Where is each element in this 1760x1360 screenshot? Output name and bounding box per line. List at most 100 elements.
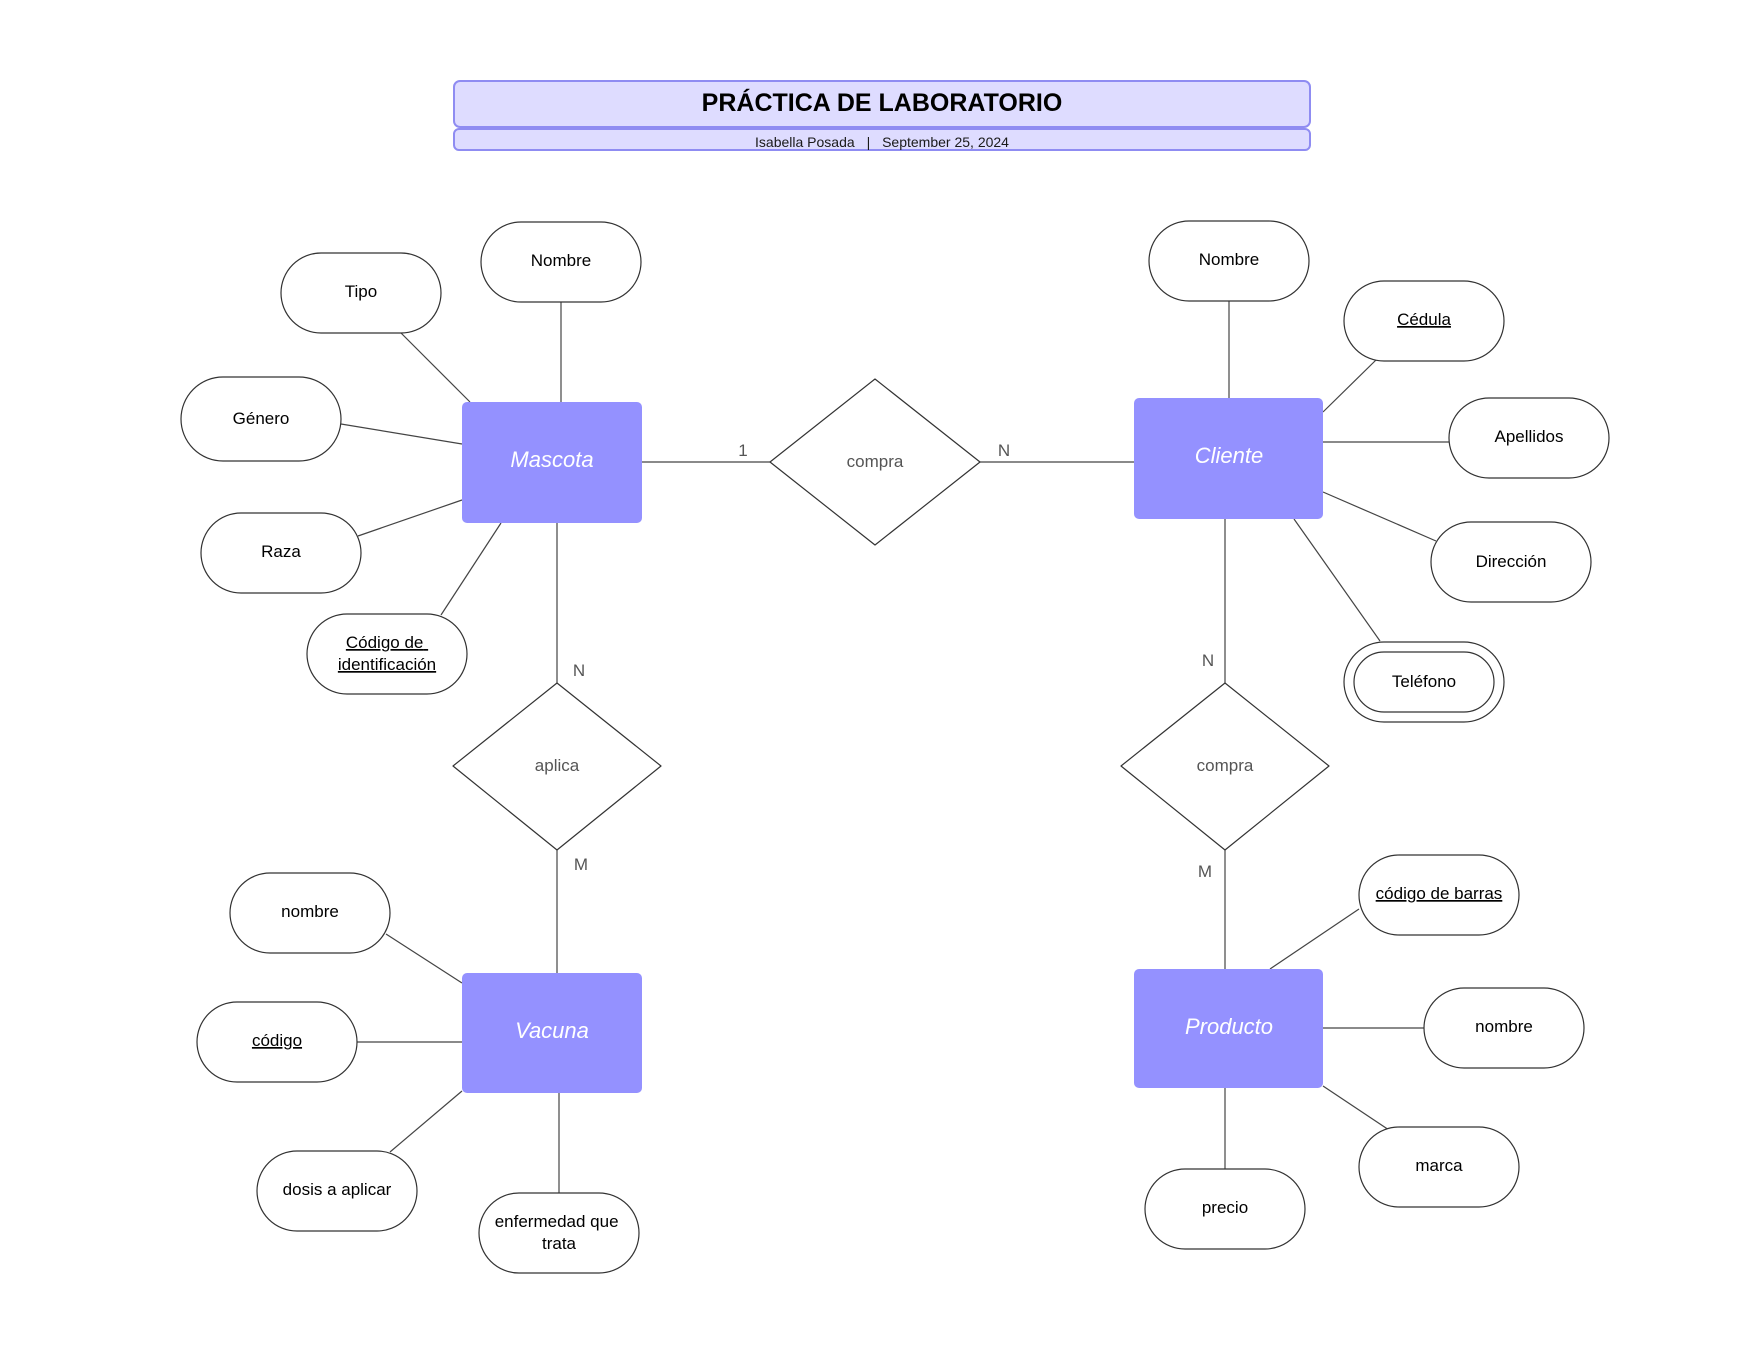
line-vacuna-dosis — [389, 1090, 463, 1153]
entity-producto: Producto — [1134, 969, 1323, 1088]
attribute-oval — [1343, 280, 1505, 362]
line-cliente-cedula — [1322, 359, 1377, 413]
attribute-cliente-direccion: Dirección — [1430, 521, 1592, 603]
attribute-oval — [1358, 854, 1520, 936]
attribute-cliente-cedula: Cédula — [1343, 280, 1505, 362]
attribute-oval — [280, 252, 442, 334]
attribute-oval — [1448, 397, 1610, 479]
attribute-producto-nombre: nombre — [1423, 987, 1585, 1069]
relationship-aplica: aplica — [452, 682, 662, 851]
entity-box — [1134, 398, 1323, 519]
line-cliente-telefono — [1293, 518, 1381, 642]
attribute-oval — [256, 1150, 418, 1232]
attribute-vacuna-nombre: nombre — [229, 872, 391, 954]
attribute-oval — [1358, 1126, 1520, 1208]
relationship-diamond — [769, 378, 981, 546]
attribute-label: Raza — [261, 542, 301, 561]
line-mascota-codigo — [440, 522, 502, 616]
attribute-mascota-raza: Raza — [200, 512, 362, 594]
cardinality-label: N — [998, 441, 1010, 460]
line-mascota-genero — [340, 423, 463, 445]
attribute-label-line: identificación — [338, 655, 436, 674]
attribute-label: Nombre — [1199, 250, 1259, 269]
cardinality-label: M — [574, 855, 588, 874]
attribute-cliente-apellidos: Apellidos — [1448, 397, 1610, 479]
author: Isabella Posada — [755, 134, 855, 150]
connectors — [340, 300, 1449, 1193]
attribute-oval-inner — [1353, 651, 1495, 713]
header: PRÁCTICA DE LABORATORIO Isabella Posada … — [453, 80, 1311, 151]
relationship-label: compra — [1197, 756, 1254, 775]
attribute-label-line: trata — [542, 1234, 577, 1253]
attribute-cliente-telefono-multivalued: Teléfono — [1343, 641, 1505, 723]
attribute-vacuna-enfermedad: enfermedad que trata — [478, 1192, 640, 1274]
entity-label: Producto — [1185, 1014, 1273, 1039]
date: September 25, 2024 — [882, 134, 1009, 150]
attribute-label: marca — [1415, 1156, 1463, 1175]
attribute-oval — [196, 1001, 358, 1083]
entity-box — [462, 402, 642, 523]
attribute-label-line: enfermedad que — [495, 1212, 619, 1231]
attribute-oval — [229, 872, 391, 954]
attribute-vacuna-dosis: dosis a aplicar — [256, 1150, 418, 1232]
relationship-label: compra — [847, 452, 904, 471]
attribute-mascota-tipo: Tipo — [280, 252, 442, 334]
entity-vacuna: Vacuna — [462, 973, 642, 1093]
entity-label: Cliente — [1195, 443, 1263, 468]
page-title: PRÁCTICA DE LABORATORIO — [702, 88, 1063, 117]
attribute-cliente-nombre: Nombre — [1148, 220, 1310, 302]
attribute-label-key: código — [252, 1031, 302, 1050]
attribute-label: Género — [233, 409, 290, 428]
line-vacuna-nombre — [385, 933, 463, 984]
attribute-label: precio — [1202, 1198, 1248, 1217]
attribute-label-key: Código de identificación — [338, 633, 436, 674]
attribute-producto-codigo-barras: código de barras — [1358, 854, 1520, 936]
attribute-label: Apellidos — [1495, 427, 1564, 446]
attribute-producto-precio: precio — [1144, 1168, 1306, 1250]
attribute-label: Nombre — [531, 251, 591, 270]
line-mascota-raza — [357, 499, 463, 537]
relationship-label: aplica — [535, 756, 580, 775]
relationship-diamond — [452, 682, 662, 851]
relationship-compra-mascota-cliente: compra — [769, 378, 981, 546]
attribute-oval — [1144, 1168, 1306, 1250]
attribute-mascota-codigo-identificacion: Código de identificación — [306, 613, 468, 695]
attribute-producto-marca: marca — [1358, 1126, 1520, 1208]
line-mascota-tipo — [399, 331, 471, 403]
attribute-label: nombre — [1475, 1017, 1533, 1036]
cardinalities: 1 N N M N M — [573, 441, 1214, 881]
attribute-oval — [306, 613, 468, 695]
entity-label: Vacuna — [515, 1018, 589, 1043]
attribute-oval — [200, 512, 362, 594]
subtitle-separator: | — [867, 134, 871, 150]
attribute-label: dosis a aplicar — [283, 1180, 392, 1199]
attribute-vacuna-codigo: código — [196, 1001, 358, 1083]
cardinality-label: N — [573, 661, 585, 680]
relationship-diamond — [1120, 682, 1330, 851]
entity-label: Mascota — [510, 447, 593, 472]
attribute-oval — [180, 376, 342, 462]
subtitle-box — [453, 128, 1311, 151]
cardinality-label: M — [1198, 862, 1212, 881]
attribute-label-line: Código de — [346, 633, 424, 652]
entity-mascota: Mascota — [462, 402, 642, 523]
attribute-oval — [1423, 987, 1585, 1069]
cardinality-label: 1 — [738, 441, 747, 460]
subtitle: Isabella Posada | September 25, 2024 — [755, 134, 1009, 150]
line-cliente-direccion — [1322, 491, 1437, 542]
attribute-oval — [1430, 521, 1592, 603]
entity-cliente: Cliente — [1134, 398, 1323, 519]
attribute-oval — [480, 221, 642, 303]
attribute-label-key: Cédula — [1397, 310, 1451, 329]
entity-box — [1134, 969, 1323, 1088]
line-producto-codigo — [1269, 908, 1360, 970]
attribute-label: nombre — [281, 902, 339, 921]
line-producto-marca — [1322, 1085, 1390, 1131]
attribute-mascota-genero: Género — [180, 376, 342, 462]
cardinality-label: N — [1202, 651, 1214, 670]
attribute-label-key: código de barras — [1376, 884, 1503, 903]
attribute-label: Dirección — [1476, 552, 1547, 571]
entity-box — [462, 973, 642, 1093]
attribute-oval — [1148, 220, 1310, 302]
